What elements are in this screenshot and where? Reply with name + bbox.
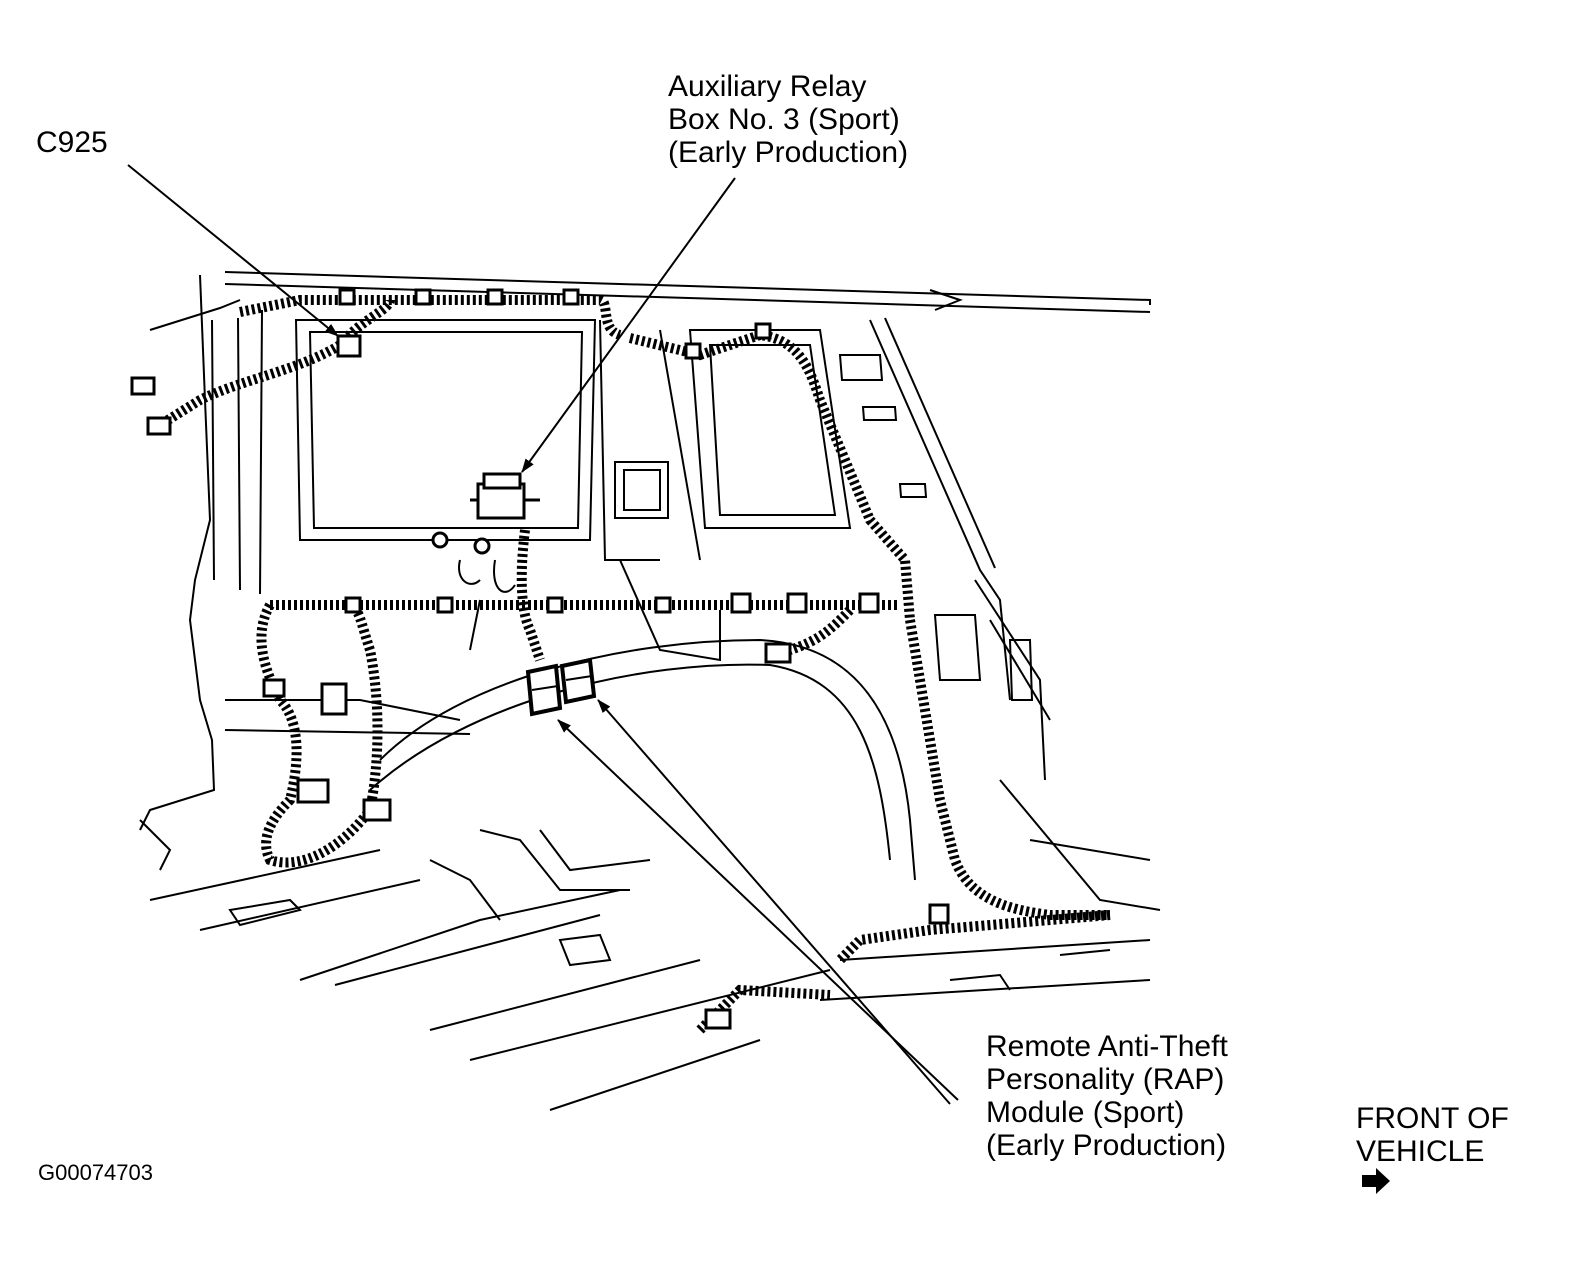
aux-relay-leader-arrow: [521, 177, 736, 473]
front-of-text: FRONT OF: [1356, 1102, 1509, 1135]
rap-line-1: Remote Anti-Theft: [986, 1030, 1228, 1063]
rap-line-3: Module (Sport): [986, 1096, 1185, 1129]
c925-connector: [336, 334, 362, 358]
c925-leader-arrow: [127, 164, 339, 337]
body-shell-outline: [139, 271, 1161, 911]
vehicle-text: VEHICLE: [1356, 1135, 1485, 1168]
aux-relay-line-2: Box No. 3 (Sport): [668, 103, 900, 136]
rap-leader-arrow-2: [597, 699, 951, 1105]
figure-id-text: G00074703: [38, 1160, 153, 1185]
vehicle-line: VEHICLE: [1356, 1135, 1509, 1201]
aux-relay-line-3: (Early Production): [668, 136, 909, 169]
figure-id: G00074703: [38, 1160, 153, 1186]
c925-label: C925: [36, 126, 108, 159]
auxiliary-relay-label: Auxiliary Relay Box No. 3 (Sport) (Early…: [668, 70, 908, 169]
rap-module-label: Remote Anti-Theft Personality (RAP) Modu…: [986, 1030, 1228, 1162]
rap-module-connectors: [525, 657, 597, 717]
rap-line-2: Personality (RAP): [986, 1063, 1225, 1096]
aux-relay-line-1: Auxiliary Relay: [668, 70, 867, 103]
connector-blocks: [130, 288, 950, 1030]
floor-and-wheel-well: [139, 559, 1151, 1111]
right-arrow-icon: [1362, 1168, 1390, 1194]
wiring-harness: [157, 295, 1111, 1034]
c925-label-text: C925: [36, 126, 108, 159]
leader-arrows: [127, 164, 959, 1105]
rap-line-4: (Early Production): [986, 1129, 1227, 1162]
auxiliary-relay-box: [431, 472, 540, 593]
front-of-vehicle-indicator: FRONT OF VEHICLE: [1356, 1102, 1509, 1201]
